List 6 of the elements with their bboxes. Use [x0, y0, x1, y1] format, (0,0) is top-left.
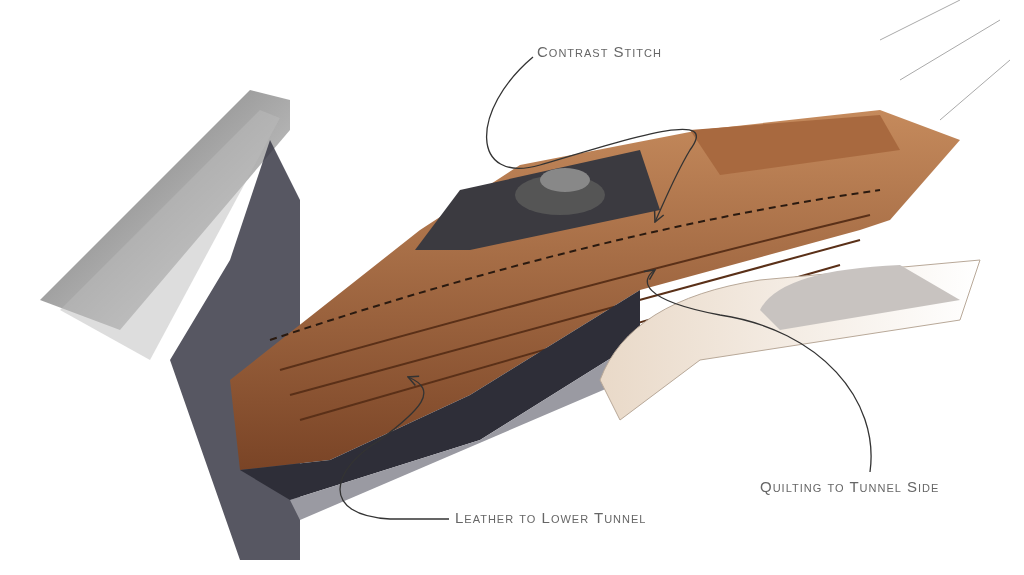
leader-line: [486, 56, 697, 223]
callout-text: Leather to Lower Tunnel: [455, 509, 647, 527]
callout-text: Quilting to Tunnel Side: [760, 478, 940, 496]
callout-text: Contrast Stitch: [537, 43, 662, 61]
leader-line: [339, 376, 450, 520]
leader-line: [643, 269, 872, 473]
